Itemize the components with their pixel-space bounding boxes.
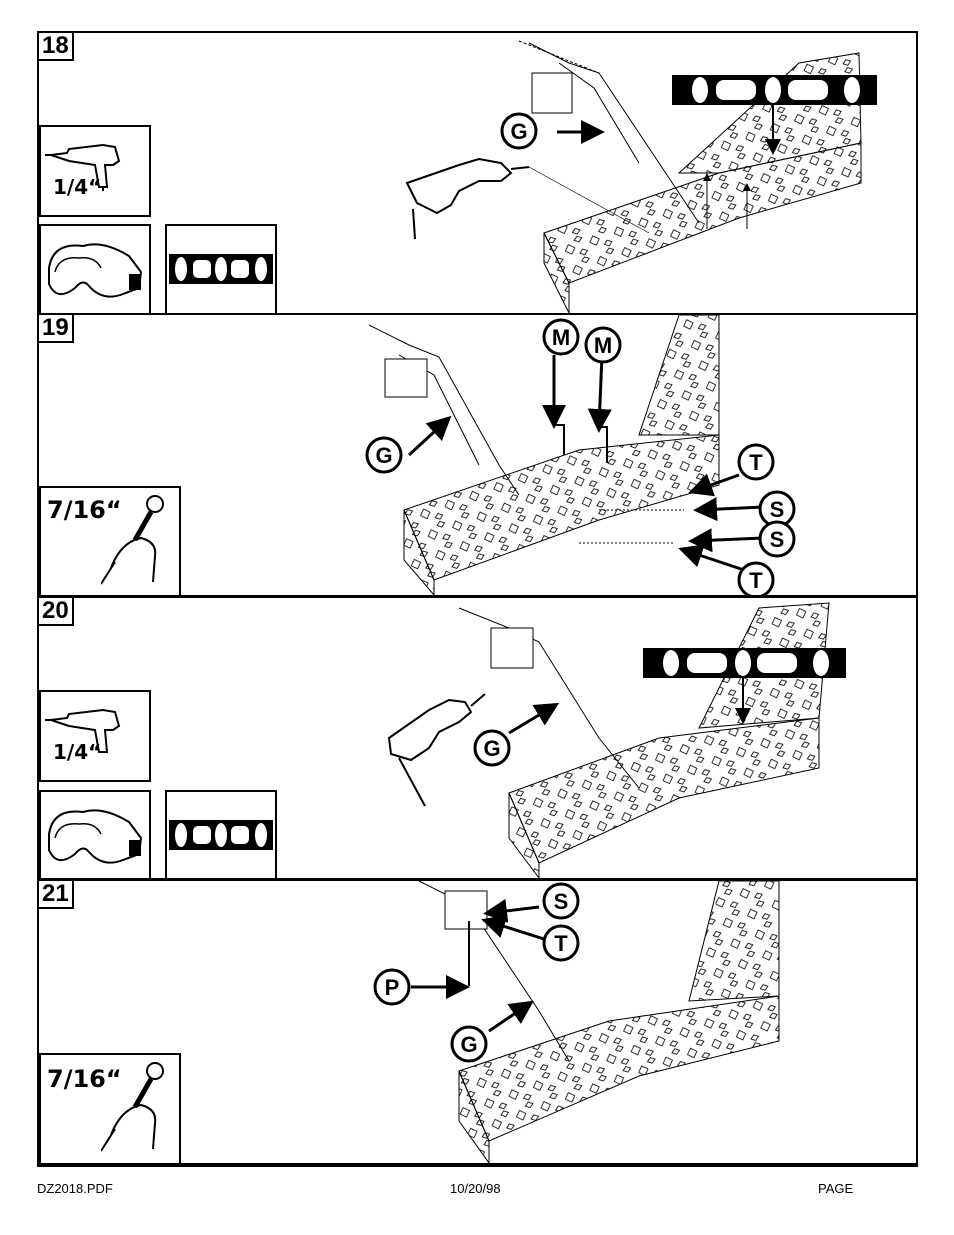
svg-text:T: T [749,450,763,475]
step-19-illustration [368,315,765,595]
svg-text:S: S [554,889,569,914]
callout-m-right: M [584,326,622,364]
svg-text:G: G [483,736,500,761]
footer-rule [37,1165,918,1167]
callout-g: G [365,436,403,474]
callout-t-top: T [737,443,775,481]
level-icon [169,820,273,850]
level-tool-box [165,224,277,313]
svg-text:G: G [375,443,392,468]
step-number: 21 [39,881,74,909]
callout-p: P [373,968,411,1006]
step-21-panel: 21 7/16“ S T P G [37,879,918,1165]
svg-text:M: M [594,333,612,358]
svg-text:P: P [385,975,400,1000]
callout-t-bottom: T [737,561,775,595]
step-20-illustration [387,602,846,878]
svg-text:G: G [510,119,527,144]
callout-g: G [450,1025,488,1063]
wrench-in-hand-icon [101,495,164,585]
svg-text:T: T [749,568,763,593]
step-number: 20 [39,598,74,626]
goggles-tool-box [39,224,151,313]
drill-icon [45,143,121,191]
callout-s: S [542,882,580,920]
level-icon [169,254,273,284]
wrench-in-hand-icon [101,1062,164,1152]
safety-goggles-icon [48,243,143,298]
callout-g: G [473,729,511,767]
step-18-illustration [405,40,877,313]
step-20-panel: 20 1/4“ [37,596,918,880]
wrench-tool-box: 7/16“ [39,1053,181,1163]
callout-s-top: S [758,490,796,528]
wrench-tool-box: 7/16“ [39,486,181,595]
footer-date: 10/20/98 [450,1181,501,1196]
drill-bit-size: 1/4“ [53,175,102,199]
wrench-size: 7/16“ [47,1065,122,1093]
svg-text:G: G [460,1032,477,1057]
callout-g: G [500,112,538,150]
drill-icon [45,708,121,753]
drill-tool-box: 1/4“ [39,690,151,782]
svg-text:S: S [770,527,785,552]
level-tool-box [165,790,277,878]
drill-bit-size: 1/4“ [53,740,102,764]
drill-icon [387,698,473,762]
drill-tool-box: 1/4“ [39,125,151,217]
drill-icon [405,157,513,215]
goggles-tool-box [39,790,151,878]
svg-text:M: M [552,325,570,350]
callout-s-bottom: S [758,520,796,558]
step-21-illustration [411,881,780,1163]
wrench-size: 7/16“ [47,496,122,524]
step-19-panel: 19 7/16“ M M G T S S T [37,313,918,597]
callout-m-left: M [542,318,580,356]
step-18-panel: 18 1/4“ [37,31,918,315]
step-number: 19 [39,315,74,343]
svg-text:S: S [770,497,785,522]
footer-page: PAGE [818,1181,854,1196]
svg-text:T: T [554,931,568,956]
footer-file: DZ2018.PDF [37,1181,113,1196]
step-number: 18 [39,33,74,61]
callout-t: T [542,924,580,962]
safety-goggles-icon [48,809,143,864]
